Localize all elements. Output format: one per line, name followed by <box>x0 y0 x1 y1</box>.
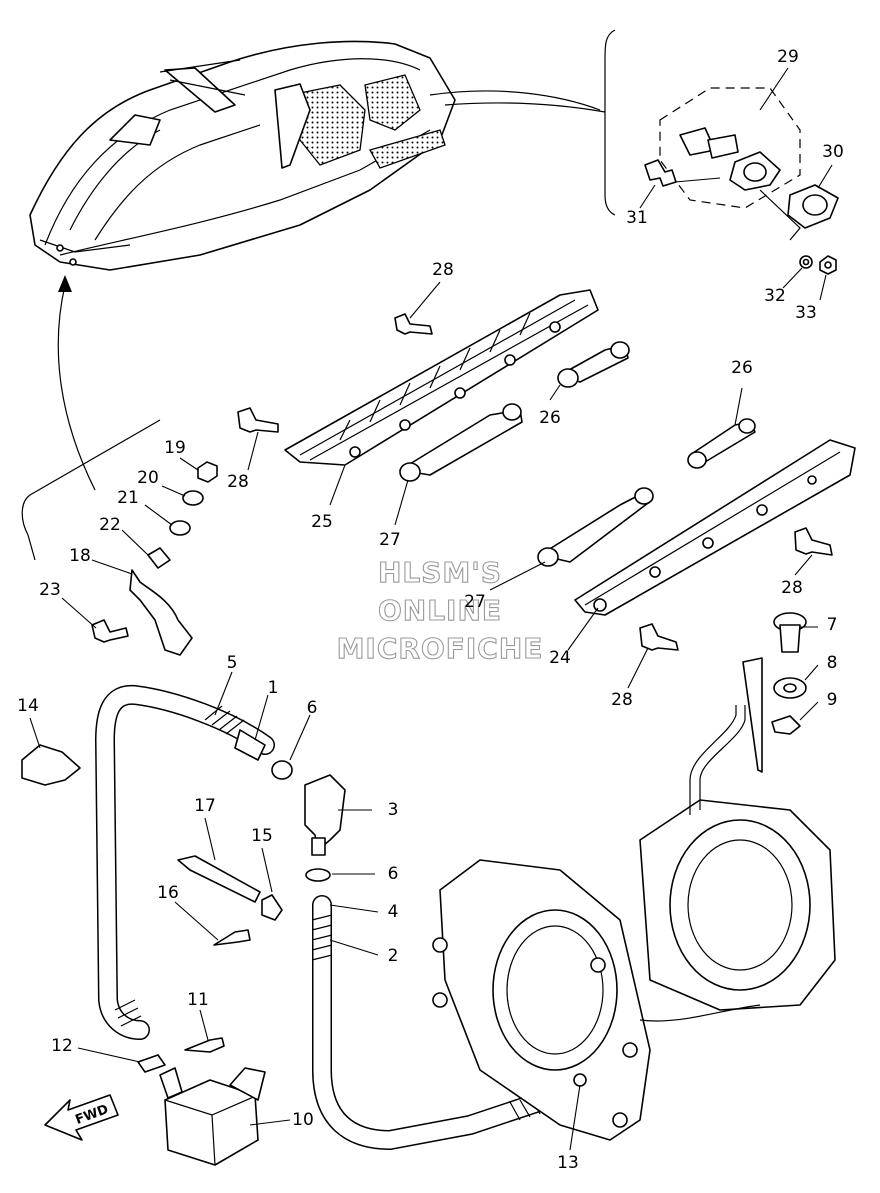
callout-5: 5 <box>227 653 238 673</box>
callout-6a: 6 <box>307 698 318 718</box>
callout-23: 23 <box>39 580 61 600</box>
callout-14: 14 <box>17 696 39 716</box>
callout-27b: 27 <box>464 592 486 612</box>
callout-11: 11 <box>187 990 209 1010</box>
callout-19: 19 <box>164 438 186 458</box>
callout-33: 33 <box>795 303 817 323</box>
callout-4: 4 <box>388 902 399 922</box>
drain-plug-assembly <box>644 87 839 275</box>
callout-17: 17 <box>194 796 216 816</box>
callout-3: 3 <box>388 800 399 820</box>
callout-28c: 28 <box>781 578 803 598</box>
callout-6b: 6 <box>388 864 399 884</box>
callout-16: 16 <box>157 883 179 903</box>
bracket-parts <box>91 461 218 656</box>
callout-20: 20 <box>137 468 159 488</box>
leader-lines <box>29 67 833 1151</box>
rail-assembly-lower <box>537 418 856 651</box>
callout-26b: 26 <box>731 358 753 378</box>
small-fittings <box>21 744 346 946</box>
callout-9: 9 <box>827 690 838 710</box>
callout-28b: 28 <box>227 472 249 492</box>
callout-28d: 28 <box>611 690 633 710</box>
callout-1: 1 <box>268 678 279 698</box>
callout-15: 15 <box>251 826 273 846</box>
hoses <box>94 684 555 1151</box>
callout-27a: 27 <box>379 530 401 550</box>
callout-13: 13 <box>557 1153 579 1173</box>
watermark-line-2: ONLINE <box>378 594 502 627</box>
callout-18: 18 <box>69 546 91 566</box>
watercraft-hull-icon <box>29 40 456 271</box>
callout-7: 7 <box>827 615 838 635</box>
callout-2: 2 <box>388 946 399 966</box>
callout-24: 24 <box>549 648 571 668</box>
callout-30: 30 <box>822 142 844 162</box>
callout-26a: 26 <box>539 408 561 428</box>
intake-housing <box>432 705 836 1141</box>
drain-plug <box>742 612 807 773</box>
callout-32: 32 <box>764 286 786 306</box>
callout-8: 8 <box>827 653 838 673</box>
callout-29: 29 <box>777 47 799 67</box>
callout-22: 22 <box>99 515 121 535</box>
control-box <box>137 1037 266 1166</box>
callout-10: 10 <box>292 1110 314 1130</box>
callout-12: 12 <box>51 1036 73 1056</box>
fwd-arrow-icon: FWD <box>44 1094 119 1141</box>
watermark-line-3: MICROFICHE <box>337 632 544 665</box>
callout-25: 25 <box>311 512 333 532</box>
watermark-line-1: HLSM'S <box>378 556 502 589</box>
callouts: 1 2 3 4 5 6 6 7 8 9 10 11 12 13 14 15 16… <box>17 47 844 1173</box>
callout-31: 31 <box>626 208 648 228</box>
rail-assembly-upper <box>237 289 630 482</box>
watermark: HLSM'S ONLINE MICROFICHE <box>336 555 544 665</box>
callout-21: 21 <box>117 488 139 508</box>
callout-28a: 28 <box>432 260 454 280</box>
